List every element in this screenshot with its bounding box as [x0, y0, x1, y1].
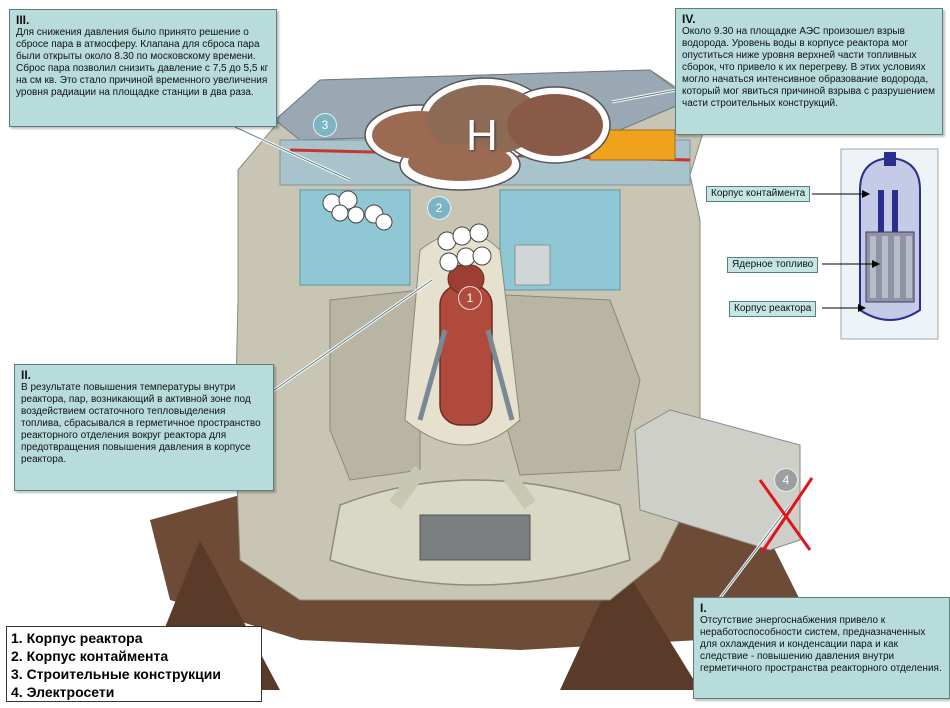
legend: 1. Корпус реактора 2. Корпус контаймента…	[6, 626, 262, 702]
leader-c4-dark	[611, 89, 677, 103]
steam-puffs-reactor	[437, 223, 492, 272]
marker-1: 1	[458, 286, 482, 310]
callout-step-3-text: Для снижения давления было принято решен…	[16, 27, 269, 98]
vent-pipe-left	[389, 465, 426, 510]
leader-c2-dark	[259, 279, 433, 401]
torus-inner	[419, 514, 531, 561]
marker-4: 4	[774, 468, 798, 492]
cross-line-2	[760, 477, 814, 553]
recirc-pipe-left	[417, 329, 448, 421]
legend-item-3: 3. Строительные конструкции	[11, 666, 221, 682]
hydrogen-symbol: H	[466, 111, 498, 160]
arrowhead-vessel	[858, 304, 866, 312]
callout-step-2-heading: II.	[21, 368, 32, 382]
label-containment: Корпус контаймента	[706, 186, 811, 202]
fuel-pool-left	[299, 189, 411, 286]
arrowhead-fuel	[872, 260, 880, 268]
leader-c1-dark	[719, 504, 791, 599]
leader-c3-dark	[234, 126, 351, 181]
callout-step-2: II. В результате повышения температуры в…	[14, 364, 274, 491]
pool-fuel-racks	[514, 244, 551, 286]
label-reactor-vessel: Корпус реактора	[729, 301, 817, 317]
explosion-cloud	[364, 77, 611, 191]
legend-item-4: 4. Электросети	[11, 684, 115, 700]
legend-item-2: 2. Корпус контаймента	[11, 648, 169, 664]
callout-step-1-text: Отсутствие энергоснабжения привело к нер…	[700, 615, 942, 674]
arrowhead-containment	[862, 190, 870, 198]
callout-step-4: IV. Около 9.30 на площадке АЭС произошел…	[675, 8, 943, 135]
callout-step-1-heading: I.	[700, 601, 707, 615]
shield-wall-left	[329, 289, 421, 481]
marker-3: 3	[313, 113, 337, 137]
callout-step-4-heading: IV.	[682, 12, 696, 26]
cross-line-1	[758, 479, 812, 551]
marker-2: 2	[427, 196, 451, 220]
legend-item-1: 1. Корпус реактора	[11, 630, 143, 646]
power-supply-building	[634, 409, 801, 551]
recirc-pipe-right	[485, 329, 515, 421]
callout-step-3: III. Для снижения давления было принято …	[9, 9, 277, 127]
callout-step-3-heading: III.	[16, 13, 30, 27]
reactor-schematic	[840, 148, 939, 340]
callout-step-1: I. Отсутствие энергоснабжения привело к …	[693, 597, 950, 699]
callout-step-4-text: Около 9.30 на площадке АЭС произошел взр…	[682, 26, 935, 109]
ground-cone-right	[560, 560, 700, 690]
steam-puffs-pool	[322, 190, 393, 231]
label-nuclear-fuel: Ядерное топливо	[727, 257, 819, 273]
vent-pipe-right	[499, 465, 536, 510]
callout-step-2-text: В результате повышения температуры внутр…	[21, 382, 261, 465]
